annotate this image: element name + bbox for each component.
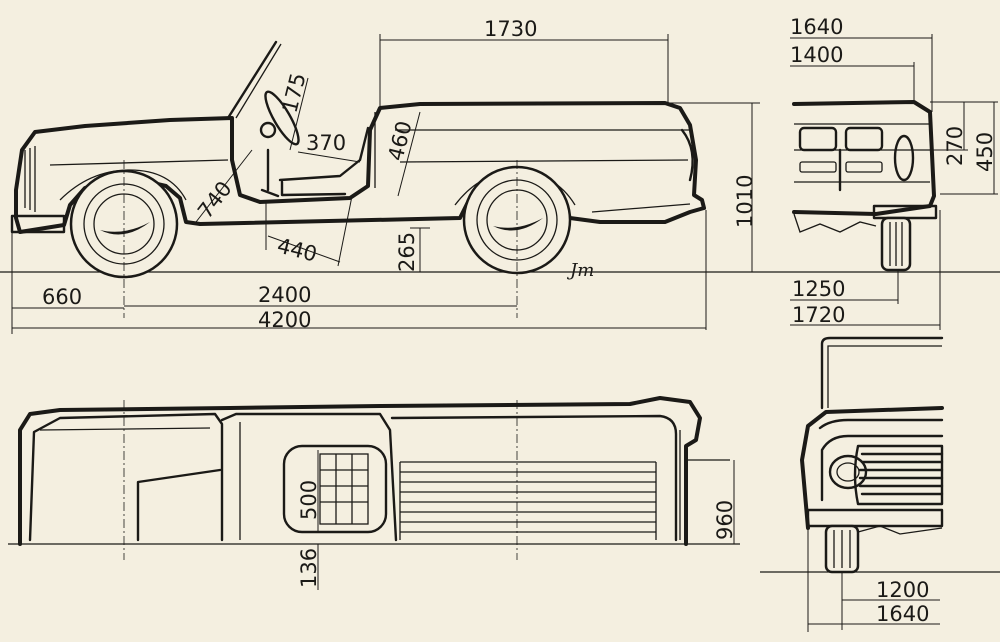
top-body-outline [18,396,702,546]
dim-label-2400: 2400 [258,283,311,307]
dim-label-top-136: 136 [297,548,321,588]
seat-back [278,126,370,182]
dim-label-740: 740 [193,177,237,223]
rear-door-top [282,444,388,534]
front-fender [820,434,944,502]
dim-label-rear-270: 270 [943,126,967,166]
rear-underbody [793,213,877,233]
rear-tire-tread [889,222,903,266]
rear-step [591,203,691,213]
dim-label-front-1640: 1640 [876,602,929,626]
steering-hub [259,121,277,139]
dim-label-rear-1720: 1720 [792,303,845,327]
dim-label-460: 460 [384,119,417,164]
dim-label-rear-1250: 1250 [792,277,845,301]
dim-label-rear-1400: 1400 [790,43,843,67]
dim-label-1010: 1010 [733,175,757,228]
hood-panel [136,468,222,542]
top-view: 500 136 960 [8,396,740,590]
dim-label-rear-450: 450 [973,132,997,172]
tail-lamp-rear [893,134,915,182]
windshield-frame-inner [235,43,282,119]
dim-label-1730: 1730 [484,17,537,41]
dim-label-front-1200: 1200 [876,578,929,602]
door-panel-lines [319,453,369,525]
dim-label-370: 370 [306,131,346,155]
dim-label-265: 265 [395,232,419,272]
artist-signature: Jm [566,260,594,281]
front-bumper-front [806,508,944,528]
windshield-frame [226,40,278,120]
front-grille [853,444,944,506]
dim-label-660: 660 [42,285,82,309]
side-body-outline [14,101,706,234]
cargo-bed-outline [390,414,678,542]
front-grille-side [24,146,36,212]
front-bumper [10,214,66,234]
side-view: 1730 460 370 175 740 440 265 1010 660 [0,17,1000,334]
rear-window-left [798,126,838,152]
front-body-outline [800,406,944,530]
dim-label-rear-1640: 1640 [790,15,843,39]
dim-label-4200: 4200 [258,308,311,332]
cockpit-outline [220,412,398,542]
rear-view: 1640 1400 270 450 1250 1720 [790,15,998,330]
front-wheel-arch [59,169,187,201]
dim-label-top-500: 500 [297,480,321,520]
cargo-bed-slats [399,461,657,540]
hood-outline [28,412,224,542]
steering-wheel [264,90,300,146]
windshield-front [820,336,944,410]
tail-lamp-side [680,128,694,182]
pedal [260,148,280,198]
front-tire-tread [833,530,851,568]
dim-label-top-960: 960 [713,500,737,540]
rear-mid-molding [399,159,689,163]
seat-cushion [280,180,347,197]
headlamp-front [828,454,868,490]
rear-window-right [844,126,884,152]
front-view: 1200 1640 [760,336,1000,632]
front-molding [49,159,229,166]
dim-label-440: 440 [275,234,320,267]
dim-label-175: 175 [278,71,311,116]
